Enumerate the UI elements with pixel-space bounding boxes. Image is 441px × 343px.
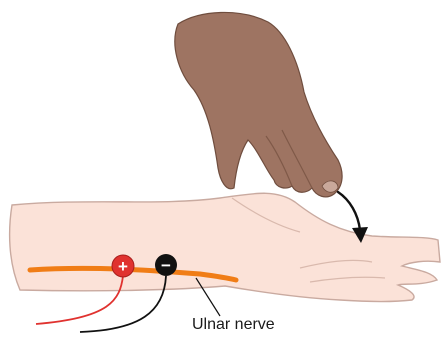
cathode-electrode: −: [155, 254, 177, 276]
anode-symbol: +: [118, 257, 128, 276]
anode-electrode: +: [112, 255, 134, 277]
forearm-skin: [10, 193, 440, 301]
ulnar-nerve-label: Ulnar nerve: [192, 316, 275, 334]
cathode-symbol: −: [161, 256, 171, 275]
pointing-hand-icon: [175, 12, 342, 196]
examiner-hand: [175, 12, 342, 196]
patient-forearm: [10, 193, 440, 301]
